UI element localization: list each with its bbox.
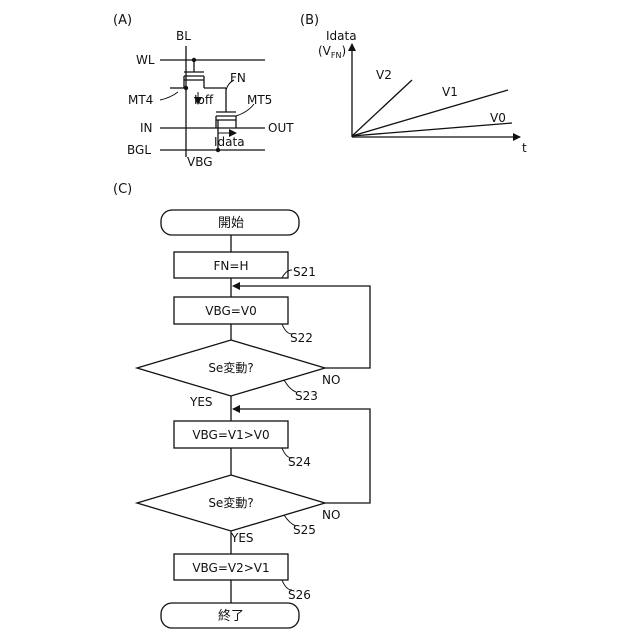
s26-text: VBG=V2>V1 <box>192 561 269 575</box>
label-fn: FN <box>230 71 246 85</box>
s25-text: Se変動? <box>208 495 253 510</box>
s26-tag: S26 <box>288 588 311 602</box>
label-out: OUT <box>268 121 294 135</box>
s25-yes: YES <box>230 531 254 545</box>
label-bgl: BGL <box>127 143 151 157</box>
label-mt5: MT5 <box>247 93 272 107</box>
label-ioff: Ioff <box>194 93 214 107</box>
graph-y-label-line1: Idata <box>326 29 357 43</box>
mt4-pointer <box>160 92 178 100</box>
label-wl: WL <box>136 53 155 67</box>
s23-yes: YES <box>189 395 213 409</box>
label-idata: Idata <box>214 135 245 149</box>
s22-text: VBG=V0 <box>205 304 256 318</box>
s24-text: VBG=V1>V0 <box>192 428 269 442</box>
line-v1-label: V1 <box>442 85 458 99</box>
idata-graph: Idata (VFN) t V2 V1 V0 <box>318 29 527 155</box>
label-vbg: VBG <box>187 155 213 169</box>
panel-label-c: (C) <box>113 182 132 197</box>
panel-label-b: (B) <box>300 13 319 28</box>
s21-text: FN=H <box>214 259 249 273</box>
label-bl: BL <box>176 29 191 43</box>
line-v0-label: V0 <box>490 111 506 125</box>
s21-tag: S21 <box>293 265 316 279</box>
s22-tag: S22 <box>290 331 313 345</box>
flowchart: 開始 FN=H S21 VBG=V0 S22 Se変動? NO S23 YES … <box>137 210 370 628</box>
graph-y-label-line2: (VFN) <box>318 44 346 60</box>
s23-text: Se変動? <box>208 360 253 375</box>
s25-tag: S25 <box>293 523 316 537</box>
s23-no: NO <box>322 373 340 387</box>
start-label: 開始 <box>218 216 244 231</box>
label-in: IN <box>140 121 153 135</box>
s24-tag: S24 <box>288 455 311 469</box>
panel-label-a: (A) <box>113 13 132 28</box>
label-mt4: MT4 <box>128 93 153 107</box>
end-label: 終了 <box>218 608 244 624</box>
circuit-diagram: BL WL FN MT4 Ioff MT5 IN OUT Idata BGL V… <box>127 29 294 169</box>
line-v2-label: V2 <box>376 68 392 82</box>
s25-no: NO <box>322 508 340 522</box>
bl-junction <box>184 86 188 90</box>
graph-x-label: t <box>522 141 527 155</box>
s23-tag: S23 <box>295 389 318 403</box>
